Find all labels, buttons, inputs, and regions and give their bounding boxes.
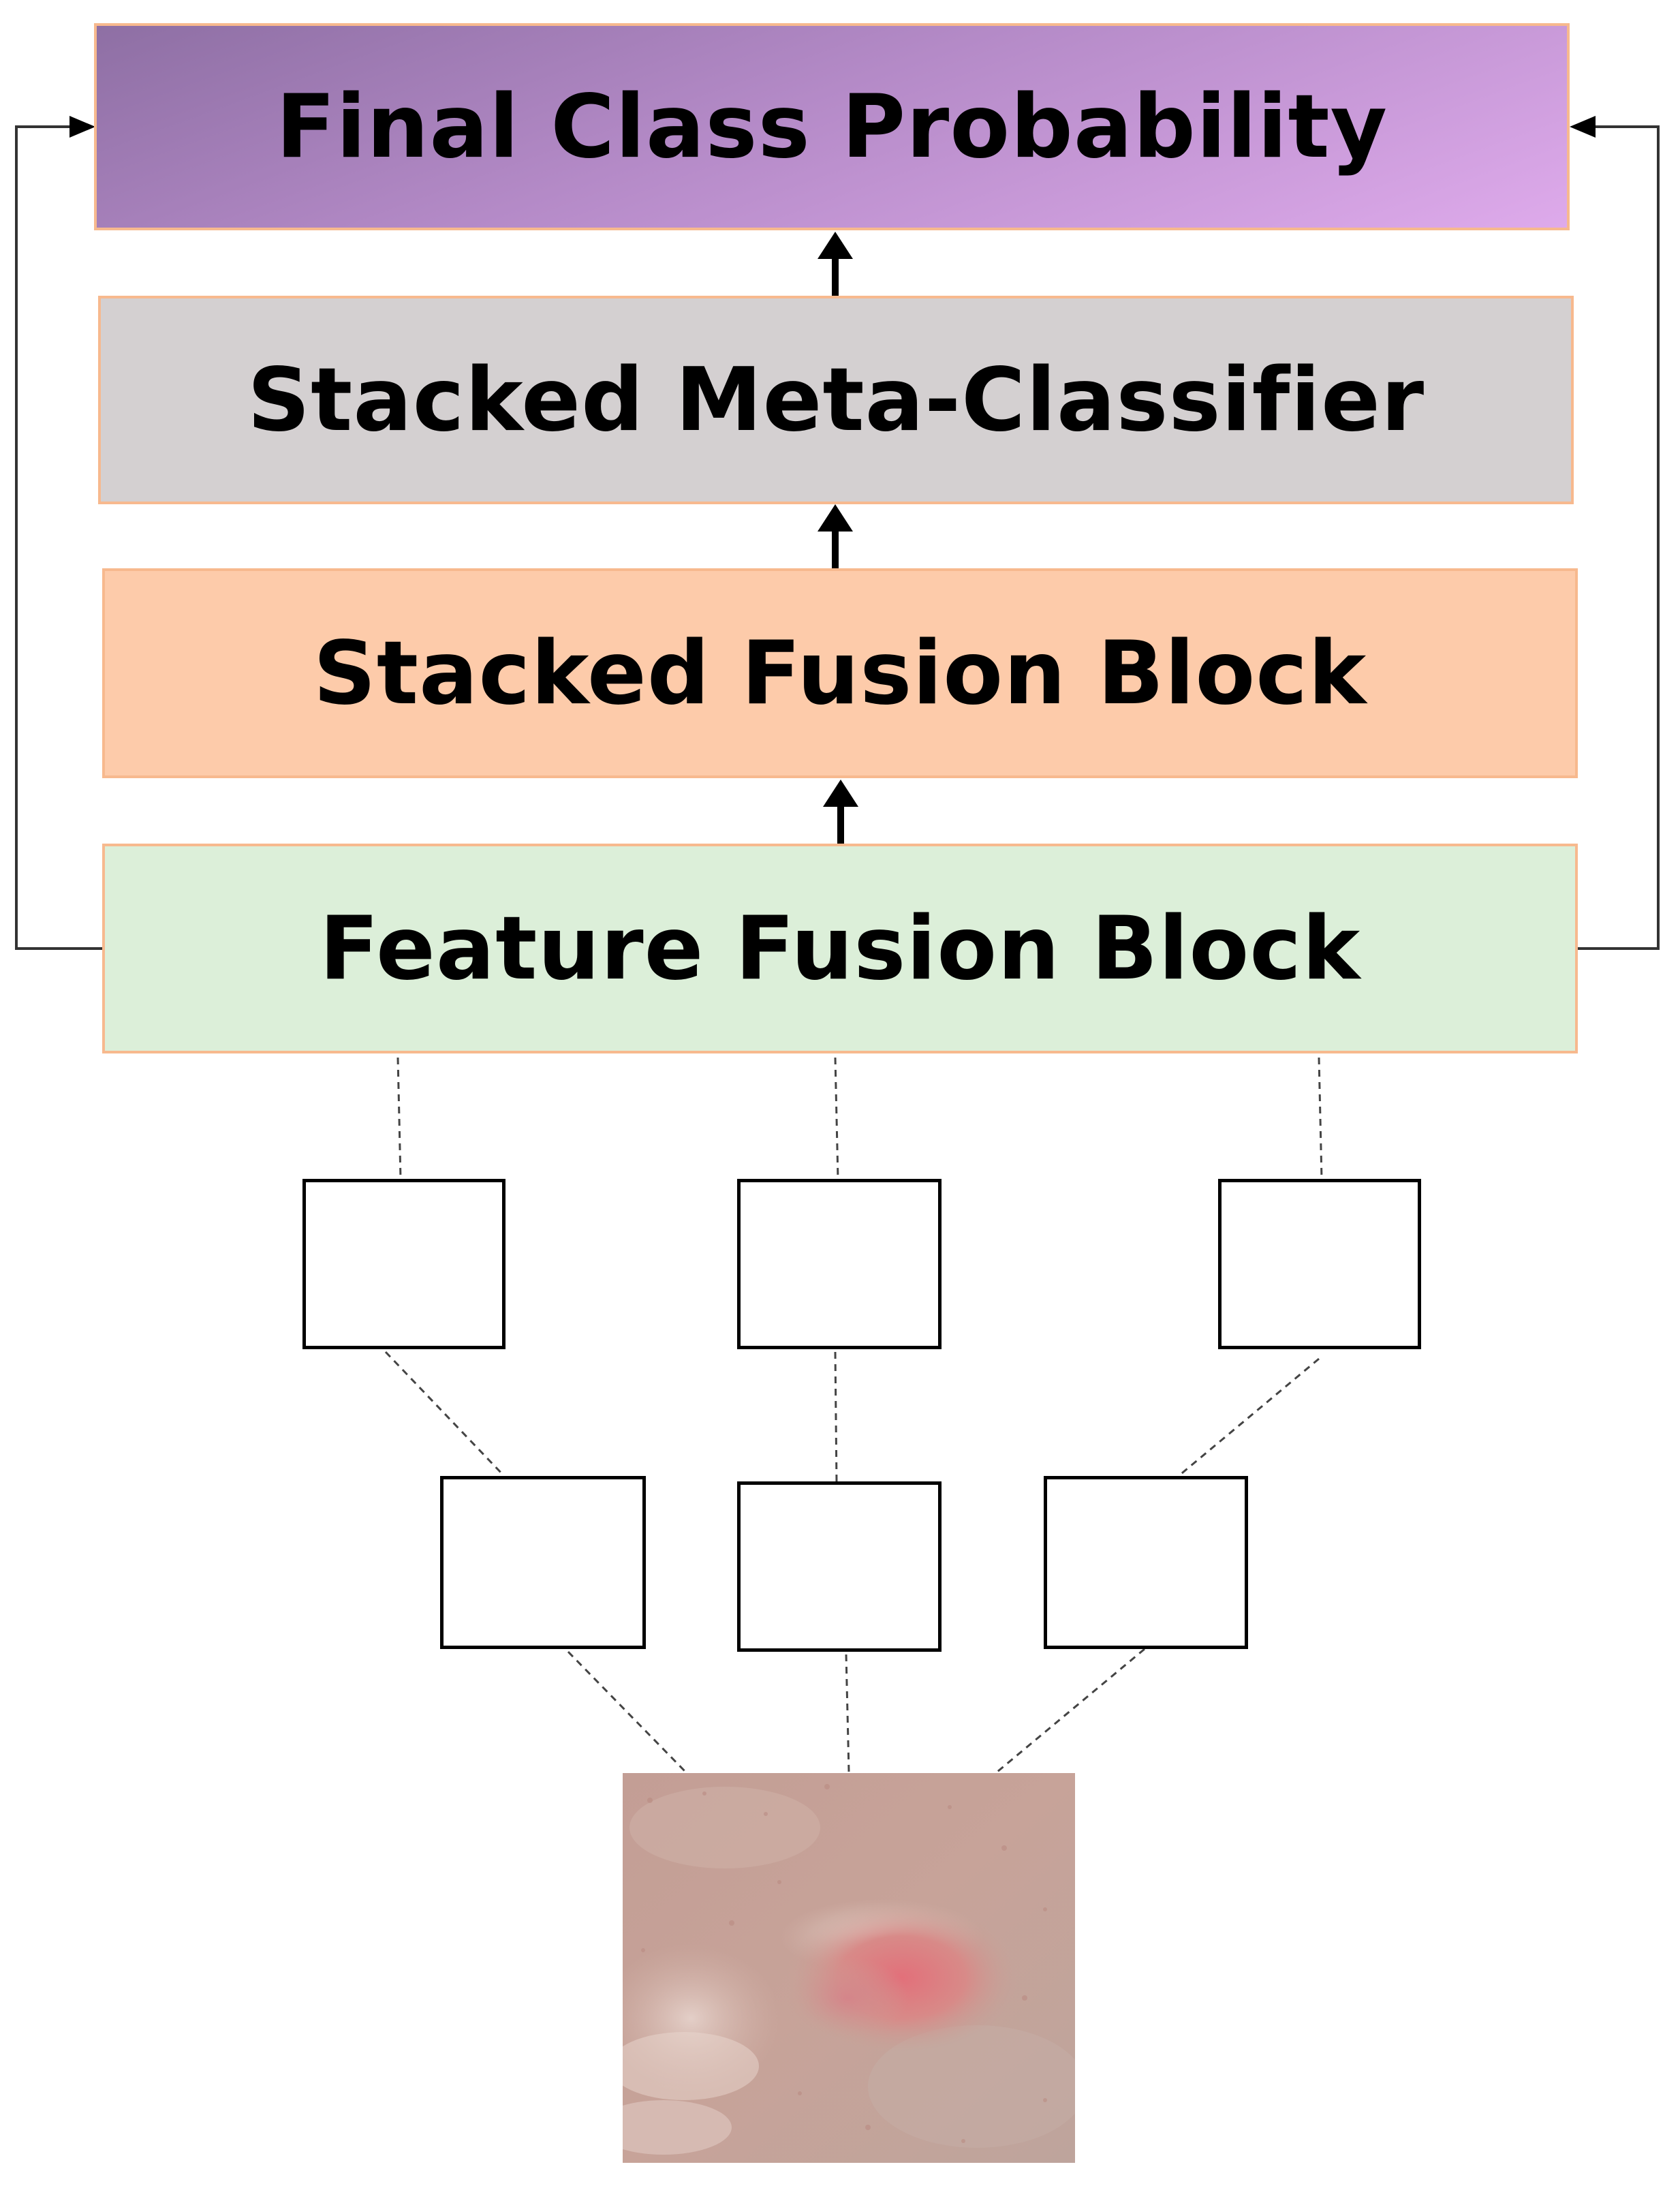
arrow-meta-to-final [818,232,853,296]
stacked-meta-classifier-block: Stacked Meta-Classifier [98,296,1574,504]
final-class-probability-block: Final Class Probability [94,23,1570,230]
skip-connection-left [15,116,102,950]
skin-lesion-image [623,1773,1075,2163]
dashed-links-lower [567,1648,1145,1773]
final-class-probability-label: Final Class Probability [275,76,1388,178]
model-box-lower-right [1044,1476,1248,1649]
dashed-links-upper [396,1057,1323,1180]
dashed-links-middle [384,1351,1320,1483]
feature-fusion-block: Feature Fusion Block [102,844,1578,1053]
arrow-feature-to-stacked [823,780,858,844]
feature-fusion-block-label: Feature Fusion Block [319,897,1361,1000]
stacked-fusion-block: Stacked Fusion Block [102,568,1578,778]
skip-connection-right [1570,116,1660,950]
model-box-upper-right [1218,1179,1421,1349]
stacked-fusion-block-label: Stacked Fusion Block [313,622,1367,724]
stacked-meta-classifier-label: Stacked Meta-Classifier [247,349,1425,451]
model-box-upper-left [302,1179,505,1349]
model-box-lower-left [440,1476,646,1649]
model-box-upper-center [737,1179,942,1349]
arrow-stacked-to-meta [818,504,853,568]
model-box-lower-center [737,1481,942,1652]
